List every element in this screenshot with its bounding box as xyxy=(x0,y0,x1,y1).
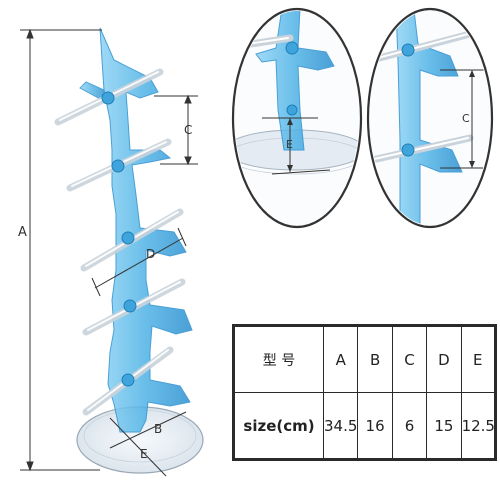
detail-e-label: E xyxy=(286,138,293,151)
size-cell-d: 15 xyxy=(426,392,462,460)
dimension-d-label: D xyxy=(146,247,155,261)
dimension-a-label: A xyxy=(18,225,27,240)
size-cell-e: 12.5 xyxy=(460,392,497,460)
spec-table-size-row: size(cm) 34.5 16 6 15 12.5 xyxy=(233,392,497,460)
dimension-b xyxy=(109,411,187,449)
model-label: 型 号 xyxy=(233,325,324,393)
header-cell-e: E xyxy=(460,325,497,393)
detail-c-label: C xyxy=(462,112,470,125)
detail-view-base: E xyxy=(231,7,363,229)
header-cell-b: B xyxy=(357,325,393,393)
dimension-b-label: B xyxy=(154,422,162,436)
size-cell-c: 6 xyxy=(391,392,428,460)
header-cell-a: A xyxy=(322,325,359,393)
spec-table: 型 号 A B C D E size(cm) 34.5 16 6 15 12.5 xyxy=(232,324,497,461)
size-label: size(cm) xyxy=(233,392,324,460)
header-cell-d: D xyxy=(426,325,462,393)
main-stand: A C D B E xyxy=(18,27,204,477)
dimension-c-label: C xyxy=(184,123,192,137)
spec-table-header-row: 型 号 A B C D E xyxy=(233,325,497,393)
header-cell-c: C xyxy=(391,325,428,393)
dimension-d xyxy=(91,227,187,297)
size-cell-a: 34.5 xyxy=(322,392,359,460)
dimension-a xyxy=(20,28,102,472)
dimension-e xyxy=(109,417,167,477)
size-cell-b: 16 xyxy=(357,392,393,460)
dimension-e-label: E xyxy=(140,447,148,461)
detail-view-hooks: C xyxy=(366,7,494,229)
dimension-c xyxy=(154,94,198,166)
